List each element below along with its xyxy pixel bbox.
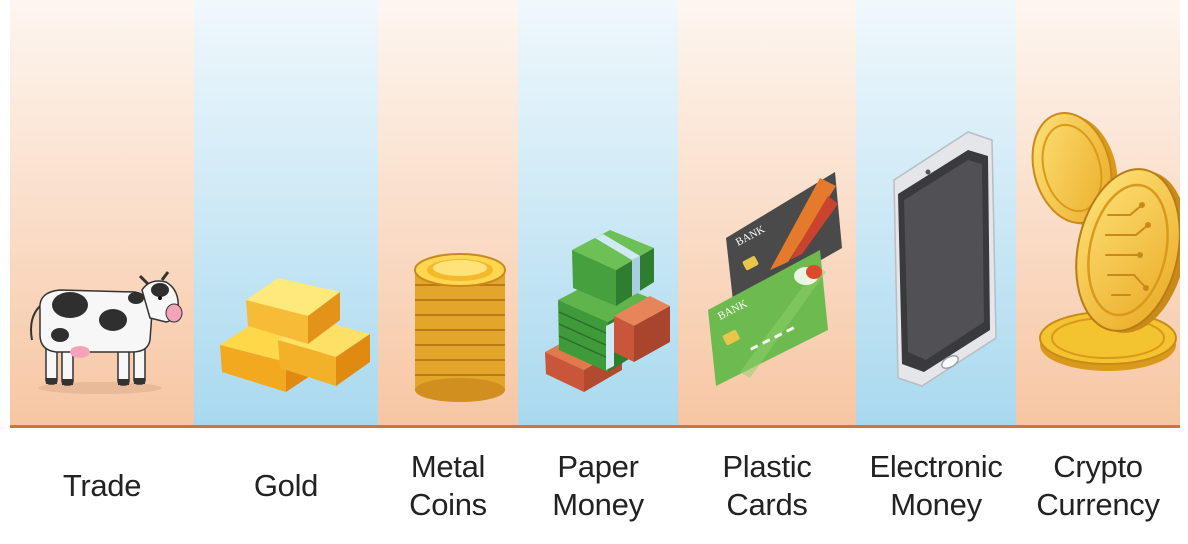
column-trade xyxy=(10,0,194,425)
crypto-coins-icon xyxy=(1031,112,1180,371)
cow-icon xyxy=(30,271,183,394)
label-gold: Gold xyxy=(253,468,319,503)
label-crypto-currency: Crypto Currency xyxy=(1036,449,1160,522)
stage-labels: Trade Gold Metal Coins Paper Money Plast… xyxy=(10,428,1180,544)
banknote-stack-icon xyxy=(545,230,670,392)
coin-stack-icon xyxy=(414,253,506,402)
gold-bars-icon xyxy=(220,278,370,392)
label-paper-money: Paper Money xyxy=(552,449,644,522)
stage-panels: BANK BANK xyxy=(10,0,1180,425)
smartphone-icon xyxy=(893,131,997,387)
label-electronic-money: Electronic Money xyxy=(869,449,1003,522)
label-metal-coins: Metal Coins xyxy=(409,449,487,522)
timeline-baseline xyxy=(10,425,1180,428)
credit-cards-icon: BANK BANK xyxy=(708,172,842,386)
label-trade: Trade xyxy=(62,468,142,503)
label-plastic-cards: Plastic Cards xyxy=(722,449,812,522)
